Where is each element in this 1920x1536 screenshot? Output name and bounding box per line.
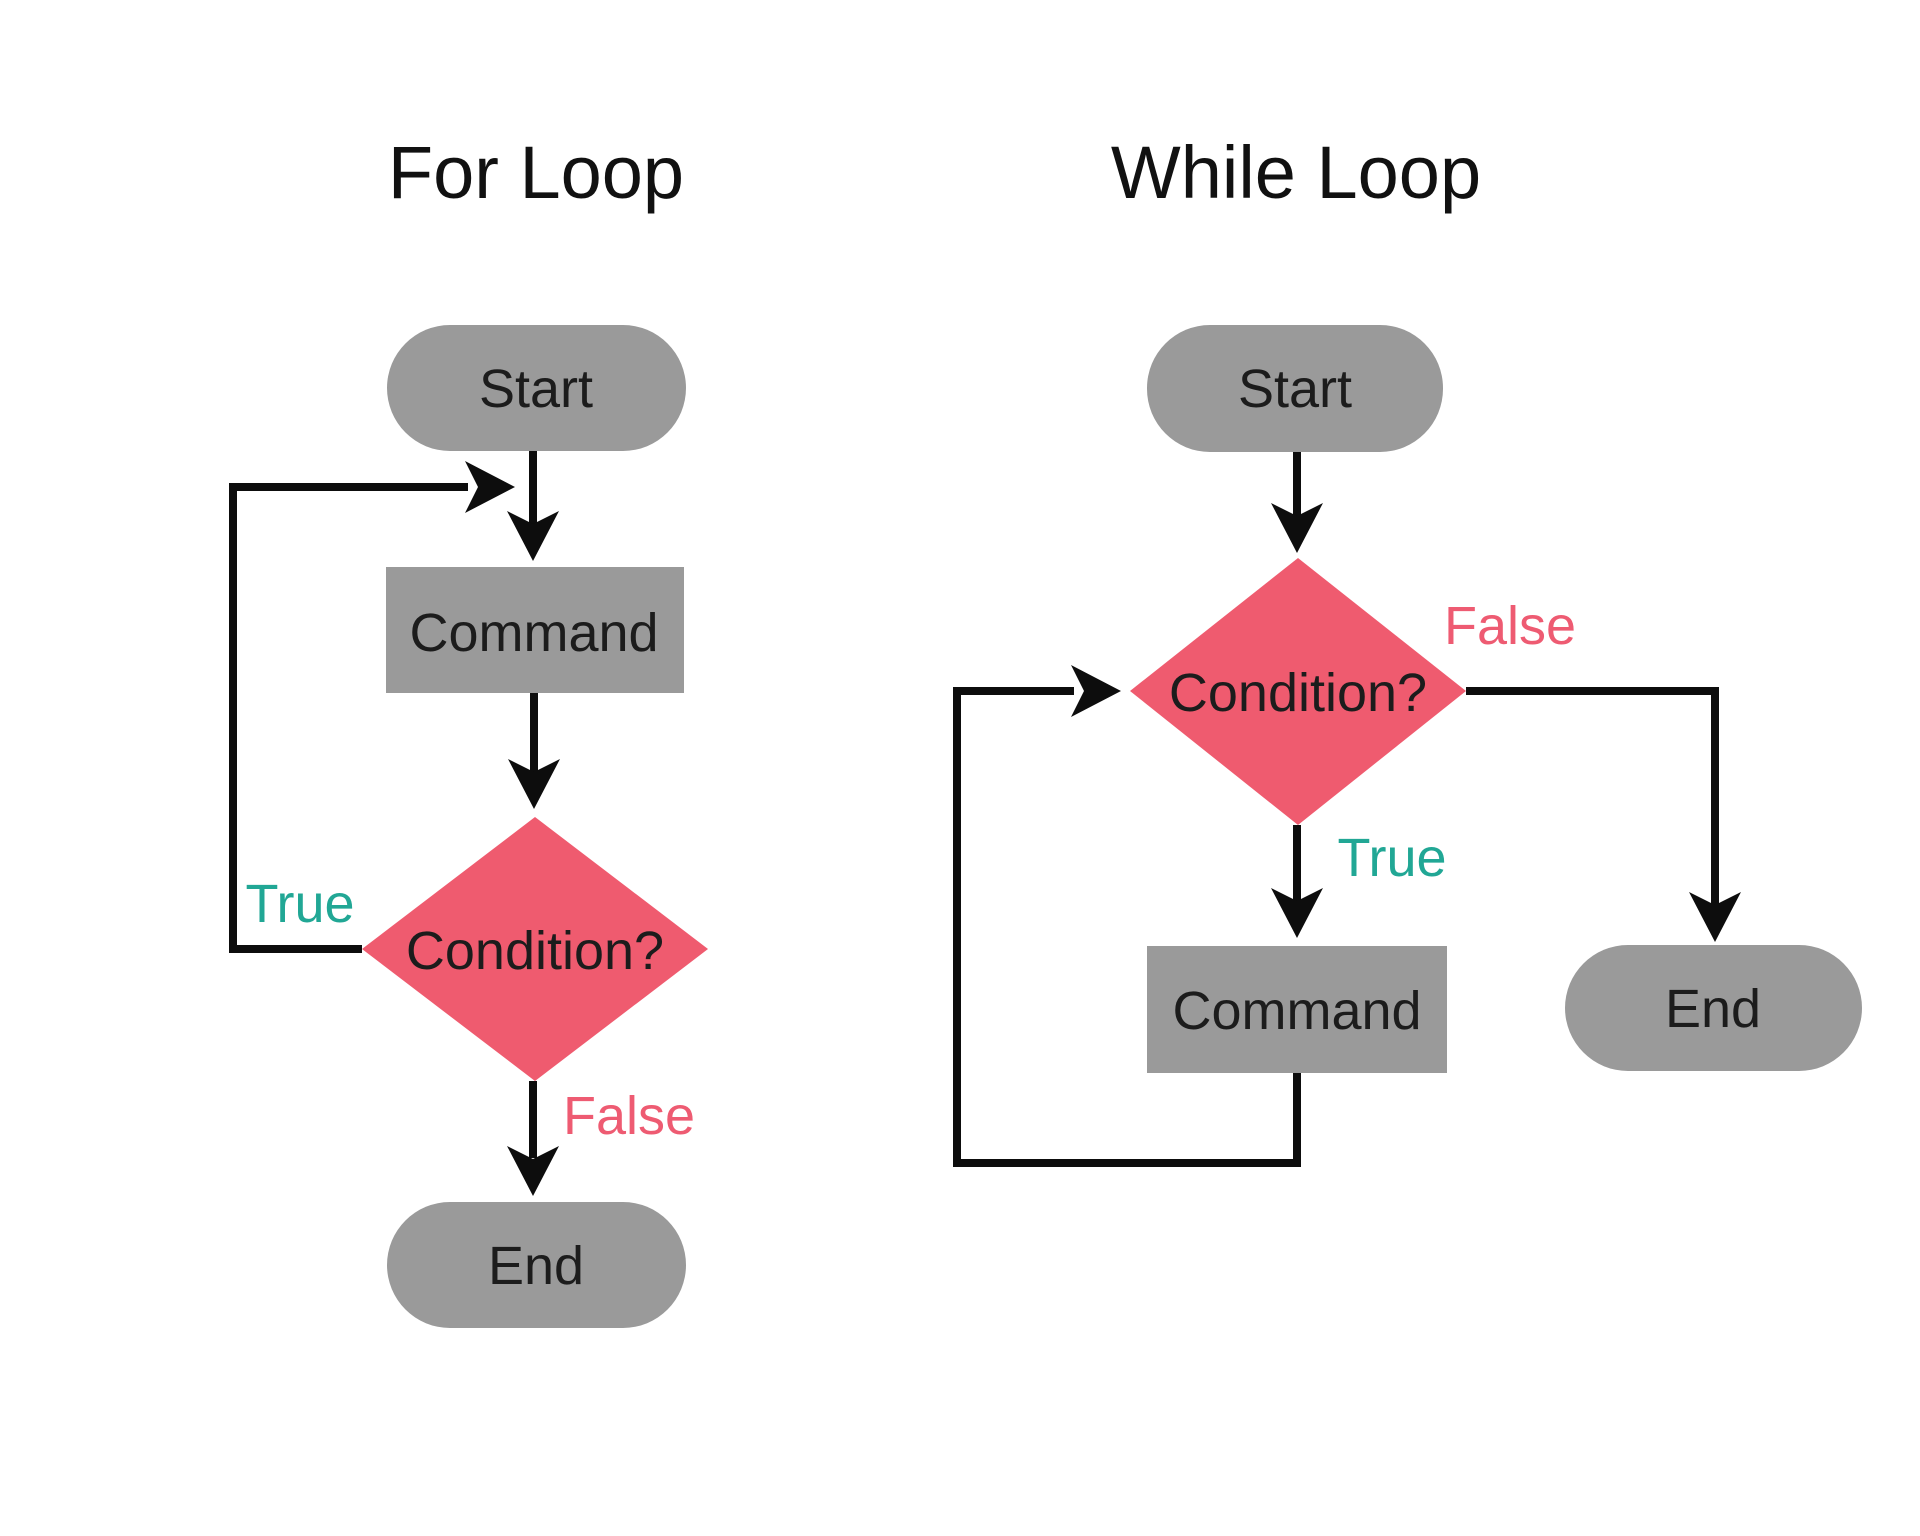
for-loop-true-label: True [245,874,354,934]
for-loop-loopback-connector [229,483,468,953]
for-loop-condition-label: Condition? [406,921,664,981]
for-loop-arrowhead-into-end [507,1146,559,1196]
while-loop-command-node [1147,946,1447,1073]
for-loop-false-label: False [563,1086,695,1146]
while-loop-arrowhead-into-end [1689,892,1741,942]
while-loop-loopback-arrowhead [1071,665,1121,717]
for-loop-arrowhead-into-condition [508,759,560,809]
while-loop-loopback-connector [953,687,1301,1167]
while-loop-start-node [1147,325,1443,452]
for-loop-start-label: Start [479,359,593,419]
while-loop-flowchart: While Loop Start Condition? False True C… [953,131,1862,1167]
while-loop-condition-label: Condition? [1169,663,1427,723]
while-loop-false-label: False [1444,596,1576,656]
for-loop-end-node [387,1202,686,1328]
for-loop-command-node [386,567,684,693]
while-loop-true-label: True [1337,828,1446,888]
while-loop-end-label: End [1665,979,1761,1039]
for-loop-start-node [387,325,686,451]
while-loop-arrowhead-into-condition [1271,503,1323,553]
for-loop-loopback-arrowhead [465,461,515,513]
while-loop-arrowhead-into-command [1271,888,1323,938]
while-loop-start-label: Start [1238,359,1352,419]
for-loop-flowchart: For Loop Start Command Condition? True F… [229,131,708,1328]
while-loop-false-connector [1466,687,1719,906]
for-loop-condition-diamond [362,817,708,1081]
for-loop-arrowhead-into-command [507,511,559,561]
for-loop-title: For Loop [388,131,684,214]
for-loop-command-label: Command [409,603,658,663]
while-loop-command-label: Command [1172,981,1421,1041]
while-loop-condition-diamond [1130,558,1466,825]
while-loop-end-node [1565,945,1862,1071]
for-loop-end-label: End [488,1236,584,1296]
while-loop-title: While Loop [1111,131,1481,214]
